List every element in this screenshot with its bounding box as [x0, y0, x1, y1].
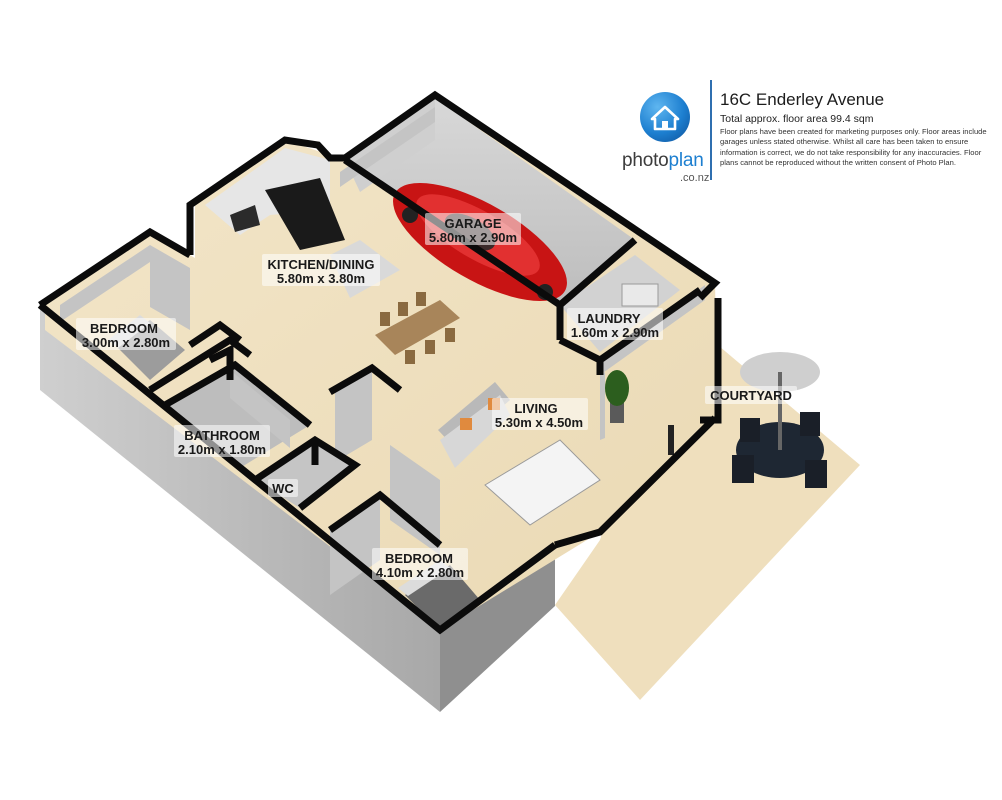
living-size: 5.30m x 4.50m	[495, 415, 583, 430]
logo-domain: .co.nz	[680, 172, 710, 184]
laundry-size: 1.60m x 2.90m	[571, 325, 659, 340]
laundry-name: LAUNDRY	[577, 311, 640, 326]
label-living: LIVING 5.30m x 4.50m	[492, 398, 588, 430]
kitchen-size: 5.80m x 3.80m	[277, 271, 365, 286]
kitchen-name: KITCHEN/DINING	[268, 257, 375, 272]
disclaimer: Floor plans have been created for market…	[720, 127, 987, 167]
photoplan-logo: photoplan .co.nz	[618, 86, 718, 184]
exterior-wall-left	[40, 305, 440, 712]
garage-size: 5.80m x 2.90m	[429, 230, 517, 245]
bedroom-2-name: BEDROOM	[385, 551, 453, 566]
house-icon	[650, 105, 680, 131]
bathroom-size: 2.10m x 1.80m	[178, 442, 266, 457]
label-courtyard: COURTYARD	[705, 386, 797, 404]
logo-word-photo: photo	[622, 150, 669, 171]
label-laundry: LAUNDRY 1.60m x 2.90m	[567, 308, 663, 340]
dining-table	[375, 292, 460, 364]
tv	[668, 425, 674, 455]
bedroom-2-size: 4.10m x 2.80m	[376, 565, 464, 580]
bathroom-name: BATHROOM	[184, 428, 260, 443]
bedroom-1-size: 3.00m x 2.80m	[82, 335, 170, 350]
logo-circle	[640, 92, 690, 142]
property-address: 16C Enderley Avenue	[720, 90, 885, 109]
floor-area: Total approx. floor area 99.4 sqm	[720, 113, 874, 125]
exterior-wall-bottom	[440, 545, 555, 712]
living-name: LIVING	[514, 401, 557, 416]
laundry-sink	[621, 283, 659, 307]
label-wc: WC	[268, 479, 298, 497]
plant	[605, 370, 629, 423]
wall-tops	[37, 90, 722, 635]
label-bathroom: BATHROOM 2.10m x 1.80m	[174, 425, 270, 457]
plan-header: photoplan .co.nz 16C Enderley Avenue Tot…	[618, 80, 998, 190]
outdoor-table	[732, 352, 827, 488]
logo-wordmark: photoplan	[622, 150, 704, 172]
logo-word-plan: plan	[668, 150, 704, 171]
header-divider	[710, 80, 712, 180]
label-kitchen: KITCHEN/DINING 5.80m x 3.80m	[262, 254, 380, 286]
bedroom-1-name: BEDROOM	[90, 321, 158, 336]
bathroom-floor	[165, 365, 310, 468]
rug	[484, 439, 601, 526]
label-garage: GARAGE 5.80m x 2.90m	[425, 213, 521, 245]
wc-name: WC	[272, 481, 294, 496]
label-bedroom-1: BEDROOM 3.00m x 2.80m	[76, 318, 176, 350]
label-bedroom-2: BEDROOM 4.10m x 2.80m	[372, 548, 468, 580]
courtyard-name: COURTYARD	[710, 388, 792, 403]
garage-name: GARAGE	[444, 216, 501, 231]
